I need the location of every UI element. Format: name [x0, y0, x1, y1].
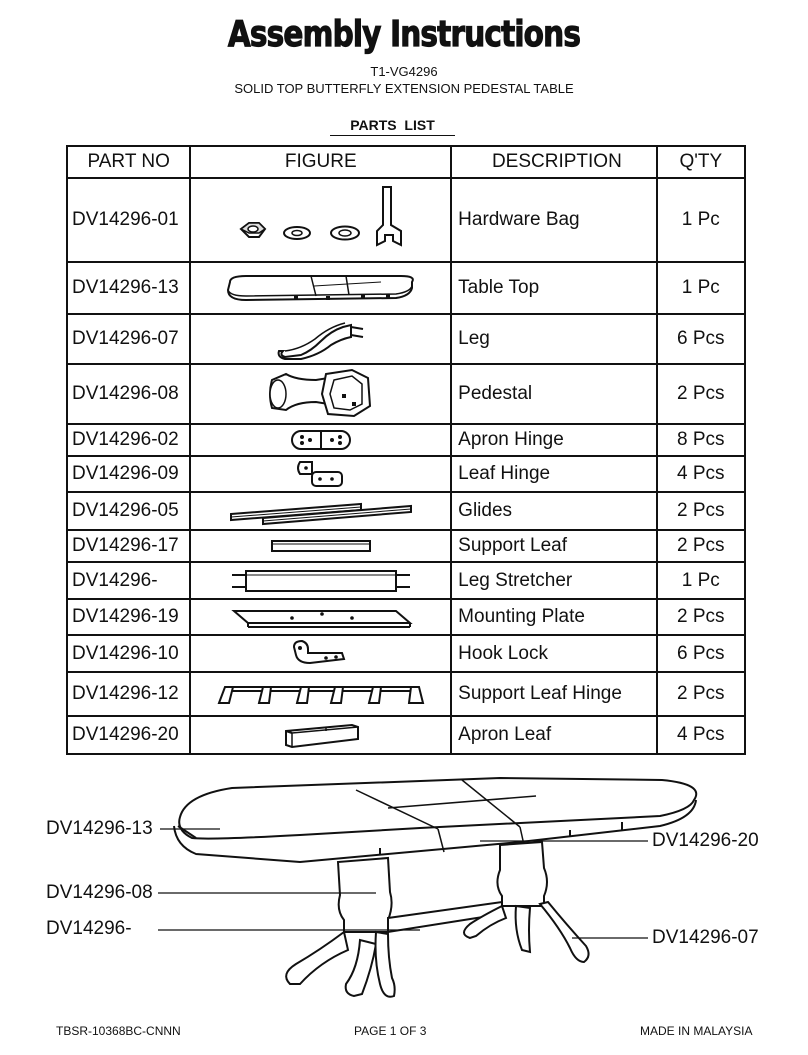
description: Glides — [450, 491, 658, 531]
quantity: 6 Pcs — [655, 634, 747, 673]
part-no: DV14296-05 — [65, 491, 192, 531]
quantity: 2 Pcs — [655, 671, 747, 717]
quantity: 1 Pc — [655, 561, 747, 600]
quantity: 6 Pcs — [655, 313, 747, 365]
part-no: DV14296-02 — [65, 423, 192, 457]
table-row: DV14296-08 Pedestal 2 Pcs — [65, 363, 747, 425]
description: Hook Lock — [450, 634, 658, 673]
table-row: DV14296-07 Leg 6 Pcs — [65, 313, 747, 365]
part-no: DV14296-09 — [65, 455, 192, 493]
description: Support Leaf Hinge — [450, 671, 658, 717]
page-number: PAGE 1 OF 3 — [354, 1024, 427, 1038]
table-row: DV14296-12 Support Leaf Hinge 2 Pcs — [65, 671, 747, 717]
apron-hinge-icon — [290, 430, 351, 450]
glides-icon — [229, 502, 412, 526]
parts-list-heading: PARTS LIST — [330, 117, 455, 136]
part-no: DV14296-20 — [65, 715, 192, 755]
mounting-plate-icon — [231, 610, 413, 628]
table-top-icon — [226, 275, 414, 302]
callout-apron-leaf: DV14296-20 — [652, 830, 759, 851]
leaf-hinge-icon — [296, 461, 343, 487]
table-row: DV14296-02 Apron Hinge 8 Pcs — [65, 423, 747, 457]
leg-icon — [277, 322, 363, 360]
callout-leg: DV14296-07 — [652, 927, 759, 948]
description: Leg Stretcher — [450, 561, 658, 600]
description: Hardware Bag — [450, 177, 658, 263]
quantity: 2 Pcs — [655, 529, 747, 563]
description: Table Top — [450, 261, 658, 315]
diagram-pedestal-left — [336, 856, 393, 933]
part-no: DV14296-07 — [65, 313, 192, 365]
quantity: 2 Pcs — [655, 598, 747, 636]
callout-stretcher: DV14296- — [46, 918, 132, 939]
part-no: DV14296-12 — [65, 671, 192, 717]
quantity: 4 Pcs — [655, 455, 747, 493]
table-row: DV14296-13 Table Top 1 Pc — [65, 261, 747, 315]
parts-table: PART NO FIGURE DESCRIPTION Q'TY DV14296-… — [65, 145, 747, 755]
description: Apron Leaf — [450, 715, 658, 755]
quantity: 1 Pc — [655, 261, 747, 315]
callout-table-top: DV14296-13 — [46, 818, 153, 839]
part-no: DV14296-19 — [65, 598, 192, 636]
description: Apron Hinge — [450, 423, 658, 457]
description: Pedestal — [450, 363, 658, 425]
quantity: 4 Pcs — [655, 715, 747, 755]
support-leaf-icon — [270, 540, 371, 552]
diagram-table-top — [178, 776, 698, 840]
leg-stretcher-icon — [231, 569, 410, 592]
table-header-row: PART NO FIGURE DESCRIPTION Q'TY — [65, 145, 747, 179]
part-no: DV14296- — [65, 561, 192, 600]
part-no: DV14296-01 — [65, 177, 192, 263]
table-row: DV14296- Leg Stretcher 1 Pc — [65, 561, 747, 600]
hardware-bag-icon — [239, 186, 402, 247]
table-row: DV14296-01 Hardware Bag 1 Pc — [65, 177, 747, 263]
model-number: T1-VG4296 — [370, 64, 438, 79]
apron-leaf-icon — [284, 723, 359, 749]
part-no: DV14296-13 — [65, 261, 192, 315]
table-row: DV14296-17 Support Leaf 2 Pcs — [65, 529, 747, 563]
pedestal-icon — [268, 368, 371, 418]
description: Leg — [450, 313, 658, 365]
support-leaf-hinge-icon — [217, 686, 425, 704]
diagram-pedestal-right — [496, 840, 548, 907]
header-description: DESCRIPTION — [450, 145, 658, 179]
part-no: DV14296-08 — [65, 363, 192, 425]
table-row: DV14296-19 Mounting Plate 2 Pcs — [65, 598, 747, 636]
description: Leaf Hinge — [450, 455, 658, 493]
table-row: DV14296-05 Glides 2 Pcs — [65, 491, 747, 531]
description: Mounting Plate — [450, 598, 658, 636]
header-part-no: PART NO — [65, 145, 192, 179]
table-row: DV14296-20 Apron Leaf 4 Pcs — [65, 715, 747, 755]
description: Support Leaf — [450, 529, 658, 563]
table-row: DV14296-09 Leaf Hinge 4 Pcs — [65, 455, 747, 493]
assembled-table-diagram — [158, 776, 698, 998]
quantity: 8 Pcs — [655, 423, 747, 457]
quantity: 2 Pcs — [655, 491, 747, 531]
callout-pedestal: DV14296-08 — [46, 882, 153, 903]
page-title: Assembly Instructions — [227, 13, 581, 55]
part-no: DV14296-10 — [65, 634, 192, 673]
quantity: 1 Pc — [655, 177, 747, 263]
hook-lock-icon — [292, 639, 346, 664]
product-subtitle: SOLID TOP BUTTERFLY EXTENSION PEDESTAL T… — [234, 81, 574, 96]
header-qty: Q'TY — [655, 145, 747, 179]
quantity: 2 Pcs — [655, 363, 747, 425]
header-figure: FIGURE — [189, 145, 453, 179]
part-no: DV14296-17 — [65, 529, 192, 563]
origin-label: MADE IN MALAYSIA — [640, 1024, 753, 1038]
table-row: DV14296-10 Hook Lock 6 Pcs — [65, 634, 747, 673]
doc-code: TBSR-10368BC-CNNN — [56, 1024, 181, 1038]
